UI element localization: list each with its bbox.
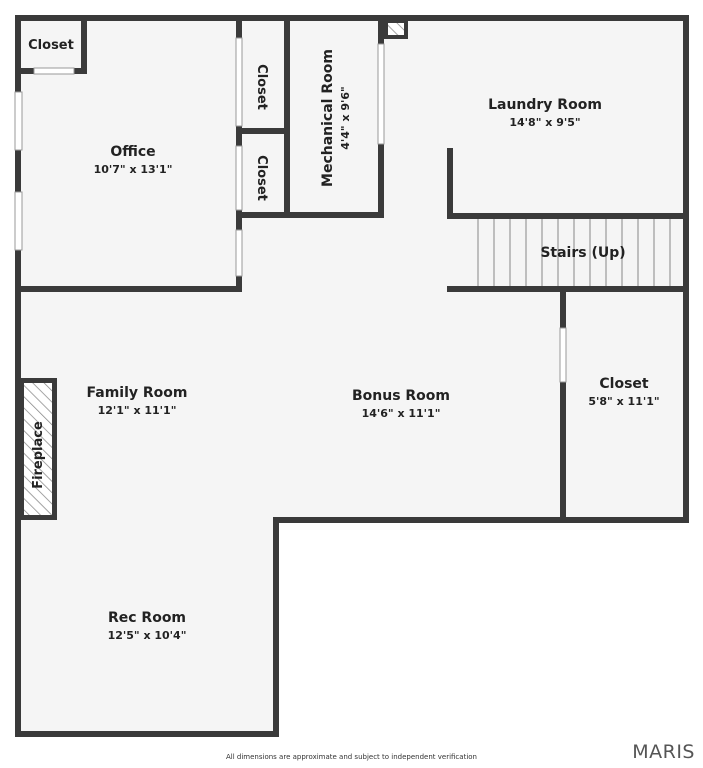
family-dims: 12'1" x 11'1" bbox=[98, 404, 177, 417]
closet-a-label: Closet bbox=[254, 64, 269, 110]
rec-dims: 12'5" x 10'4" bbox=[108, 629, 187, 642]
rec-label: Rec Room bbox=[108, 610, 186, 626]
outer-wall bbox=[15, 15, 689, 737]
office-door-2 bbox=[235, 145, 243, 211]
stairs-label: Stairs (Up) bbox=[540, 245, 625, 261]
office-label: Office bbox=[110, 144, 155, 160]
vent-chase-inner bbox=[388, 23, 404, 35]
fireplace-hatch bbox=[24, 383, 52, 515]
office-window-1 bbox=[14, 91, 23, 151]
closet-right-label: Closet bbox=[599, 376, 649, 392]
mechanical-dims: 4'4" x 9'6" bbox=[339, 86, 352, 150]
brand-logo: MARIS bbox=[632, 741, 695, 763]
bonus-dims: 14'6" x 11'1" bbox=[362, 407, 441, 420]
fireplace-label: Fireplace bbox=[31, 421, 46, 489]
office-window-2 bbox=[14, 191, 23, 251]
stairs-treads bbox=[477, 219, 671, 286]
laundry-label: Laundry Room bbox=[488, 97, 602, 113]
closet-b-label: Closet bbox=[254, 155, 269, 201]
family-label: Family Room bbox=[87, 385, 188, 401]
mechanical-door bbox=[377, 43, 385, 145]
floor-area bbox=[18, 18, 686, 734]
office-door-1 bbox=[235, 37, 243, 127]
office-dims: 10'7" x 13'1" bbox=[94, 163, 173, 176]
disclaimer-text: All dimensions are approximate and subje… bbox=[226, 753, 477, 761]
laundry-dims: 14'8" x 9'5" bbox=[509, 116, 580, 129]
closet-top-label: Closet bbox=[28, 38, 74, 53]
closet-top-door bbox=[33, 67, 75, 75]
right-closet-door bbox=[559, 327, 567, 383]
mechanical-label: Mechanical Room bbox=[320, 49, 336, 187]
closet-right-dims: 5'8" x 11'1" bbox=[588, 395, 659, 408]
office-door-3 bbox=[235, 229, 243, 277]
bonus-label: Bonus Room bbox=[352, 388, 450, 404]
